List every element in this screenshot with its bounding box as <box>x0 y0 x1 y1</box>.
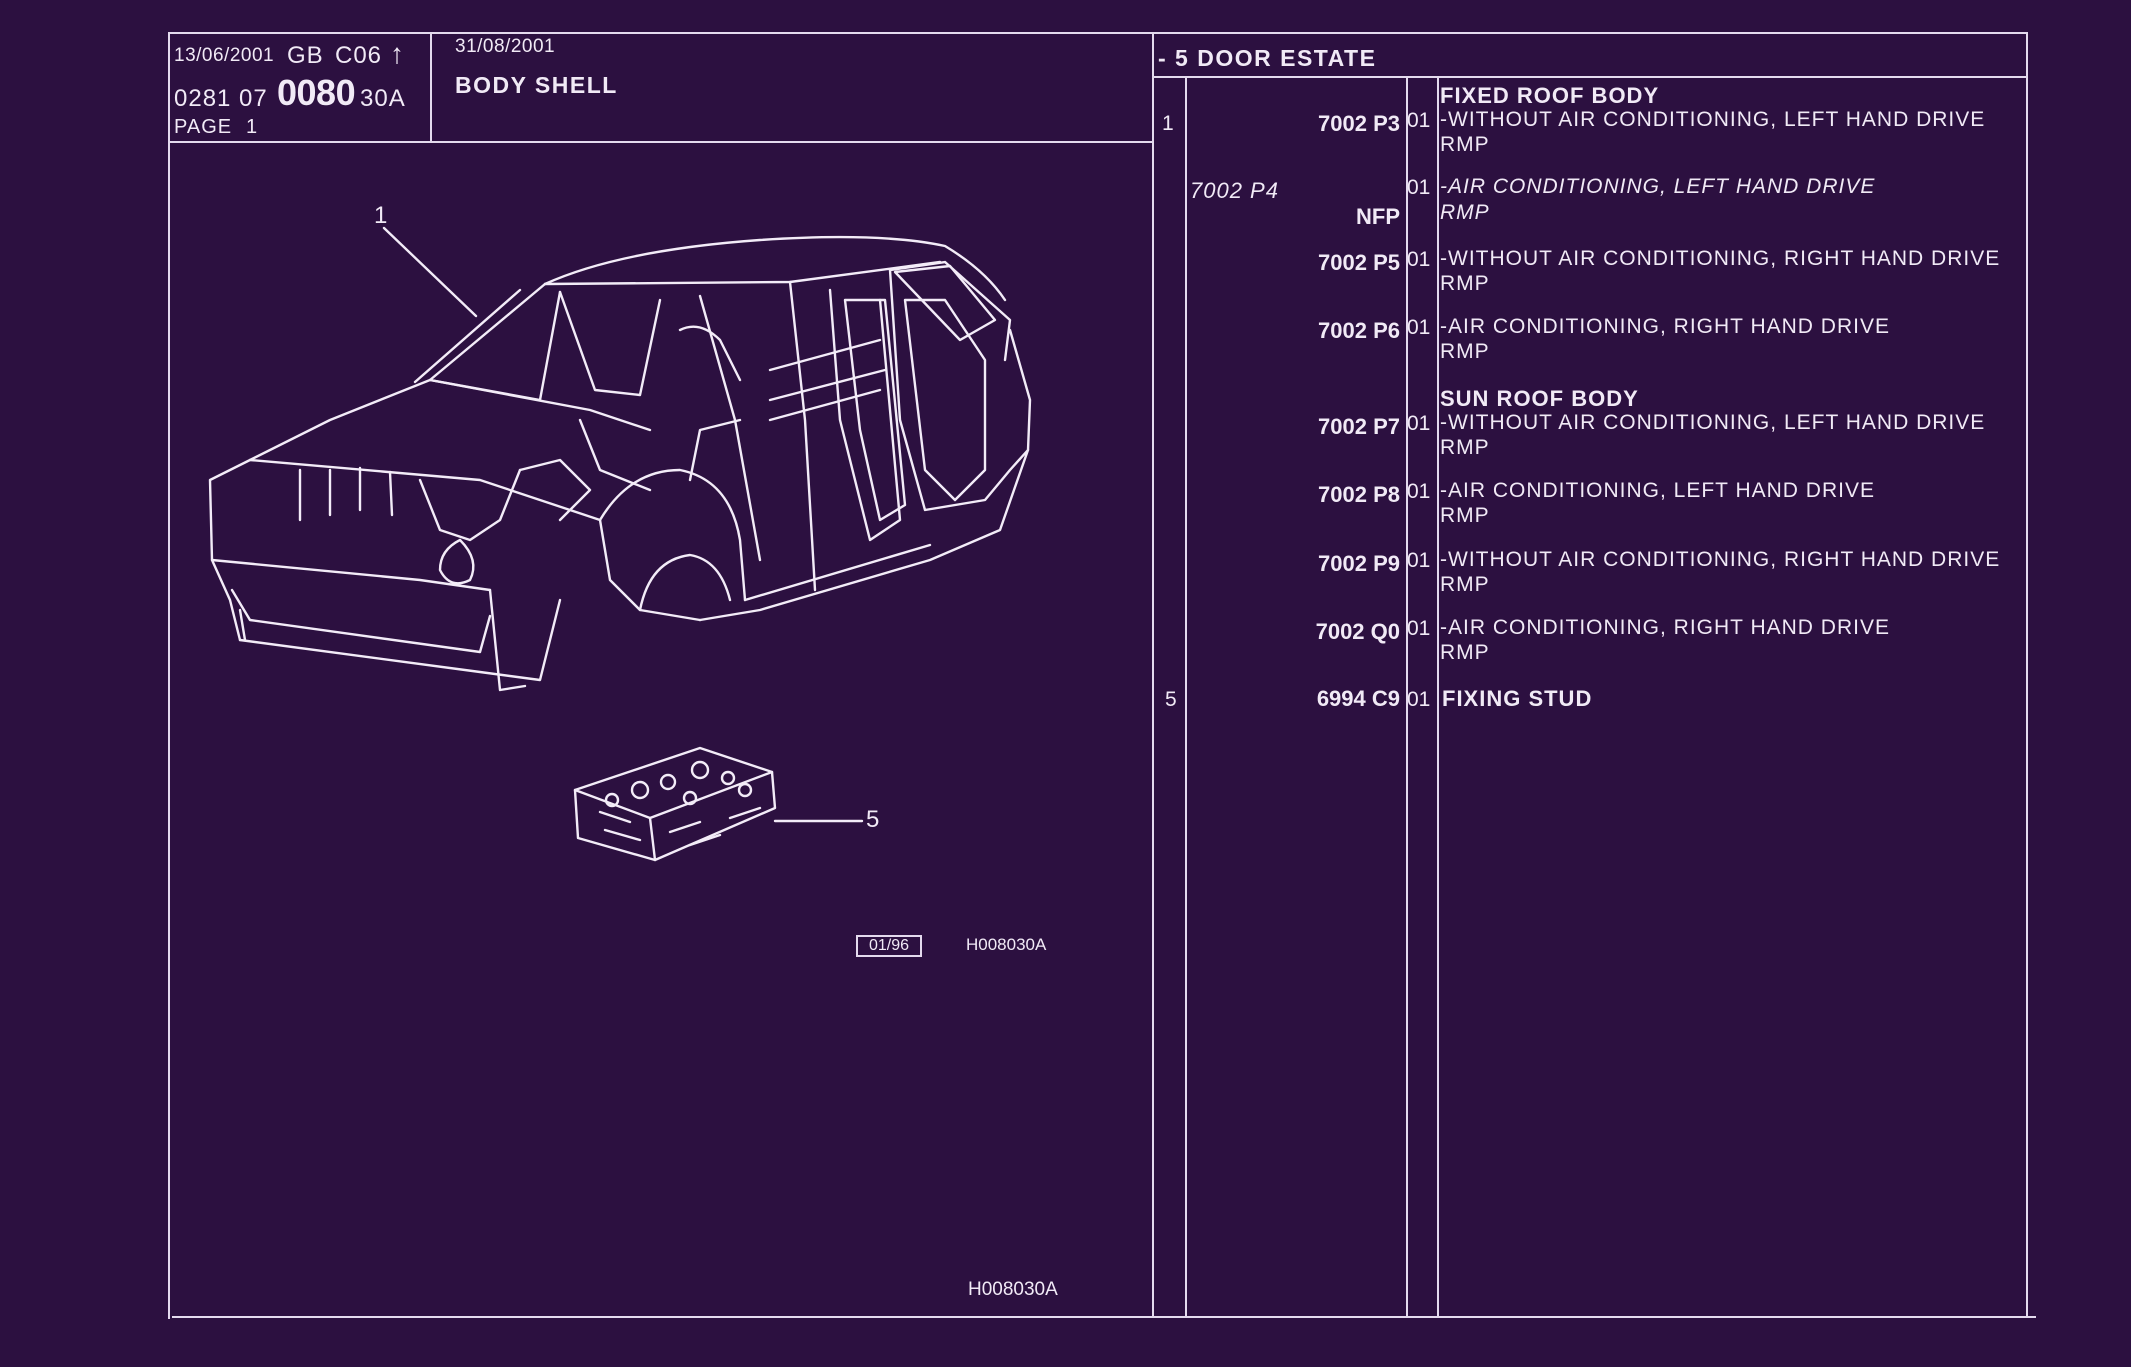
col-divider-qty <box>1437 78 1439 1316</box>
part-description: -WITHOUT AIR CONDITIONING, LEFT HAND DRI… <box>1440 411 1986 434</box>
illustration-ref-code: H008030A <box>966 935 1047 954</box>
frame-bottom <box>172 1316 2036 1318</box>
part-note: RMP <box>1440 641 1490 664</box>
part-reference: 7002 P9 <box>1318 551 1400 576</box>
part-reference: 7002 P5 <box>1318 250 1400 275</box>
part-reference: 7002 P7 <box>1318 414 1400 439</box>
part-description: -AIR CONDITIONING, LEFT HAND DRIVE <box>1440 479 1875 502</box>
col-divider-ref <box>1406 78 1408 1316</box>
header-divider <box>168 141 1152 143</box>
part-note: RMP <box>1440 201 1490 224</box>
part-quantity: 01 <box>1407 412 1431 435</box>
page-number: 1 <box>246 116 258 138</box>
part-description: -AIR CONDITIONING, RIGHT HAND DRIVE <box>1440 616 1890 639</box>
part-note: RMP <box>1440 436 1490 459</box>
footer-ref-code: H008030A <box>968 1279 1058 1300</box>
main-divider <box>1152 32 1154 1318</box>
print-date: 13/06/2001 <box>174 45 275 66</box>
item-number: 5 <box>1165 688 1177 711</box>
header-mid-divider <box>430 32 432 142</box>
illustration-date-box: 01/96 <box>856 935 922 957</box>
part-description: -WITHOUT AIR CONDITIONING, RIGHT HAND DR… <box>1440 548 2001 571</box>
part-reference-not-for-parts: 7002 P4 <box>1190 178 1279 203</box>
catalog-prefix: 0281 07 <box>174 85 268 112</box>
part-quantity: 01 <box>1407 549 1431 572</box>
part-reference: 6994 C9 <box>1316 686 1400 711</box>
part-nfp-flag: NFP <box>1356 204 1400 229</box>
part-quantity: 01 <box>1407 176 1431 199</box>
part-note: RMP <box>1440 340 1490 363</box>
catalog-code: C06 <box>335 42 383 69</box>
callout-number-1: 1 <box>374 202 388 229</box>
col-divider-item <box>1185 78 1187 1316</box>
part-description: -WITHOUT AIR CONDITIONING, LEFT HAND DRI… <box>1440 108 1986 131</box>
callout-number-5: 5 <box>866 806 880 833</box>
language-code: GB <box>287 42 324 69</box>
frame-top <box>168 32 2028 34</box>
item-number: 1 <box>1162 112 1174 135</box>
part-note: RMP <box>1440 573 1490 596</box>
part-quantity: 01 <box>1407 480 1431 503</box>
part-reference: 7002 P6 <box>1318 318 1400 343</box>
edition-date: 31/08/2001 <box>455 36 556 57</box>
part-note: RMP <box>1440 133 1490 156</box>
variant-title: - 5 DOOR ESTATE <box>1158 45 1377 71</box>
part-note: RMP <box>1440 272 1490 295</box>
part-description: -AIR CONDITIONING, LEFT HAND DRIVE <box>1440 175 1876 198</box>
plate-number: 0080 <box>277 72 356 113</box>
part-reference: 7002 P3 <box>1318 111 1400 136</box>
part-quantity: 01 <box>1407 248 1431 271</box>
part-quantity: 01 <box>1407 109 1431 132</box>
part-note: RMP <box>1440 504 1490 527</box>
up-arrow-icon: ↑ <box>390 38 405 69</box>
part-quantity: 01 <box>1407 617 1431 640</box>
part-description: -AIR CONDITIONING, RIGHT HAND DRIVE <box>1440 315 1890 338</box>
part-heading: FIXED ROOF BODY <box>1440 83 1660 108</box>
part-heading: SUN ROOF BODY <box>1440 386 1639 411</box>
part-description: FIXING STUD <box>1442 686 1593 711</box>
variant-divider <box>1152 76 2028 78</box>
part-quantity: 01 <box>1407 688 1431 711</box>
part-reference: 7002 Q0 <box>1315 619 1400 644</box>
part-description: -WITHOUT AIR CONDITIONING, RIGHT HAND DR… <box>1440 247 2001 270</box>
page-label: PAGE <box>174 116 233 138</box>
plate-suffix: 30A <box>360 85 406 112</box>
frame-left <box>168 32 170 1319</box>
part-reference: 7002 P8 <box>1318 482 1400 507</box>
frame-right <box>2026 32 2028 1316</box>
section-title: BODY SHELL <box>455 72 618 98</box>
part-quantity: 01 <box>1407 316 1431 339</box>
